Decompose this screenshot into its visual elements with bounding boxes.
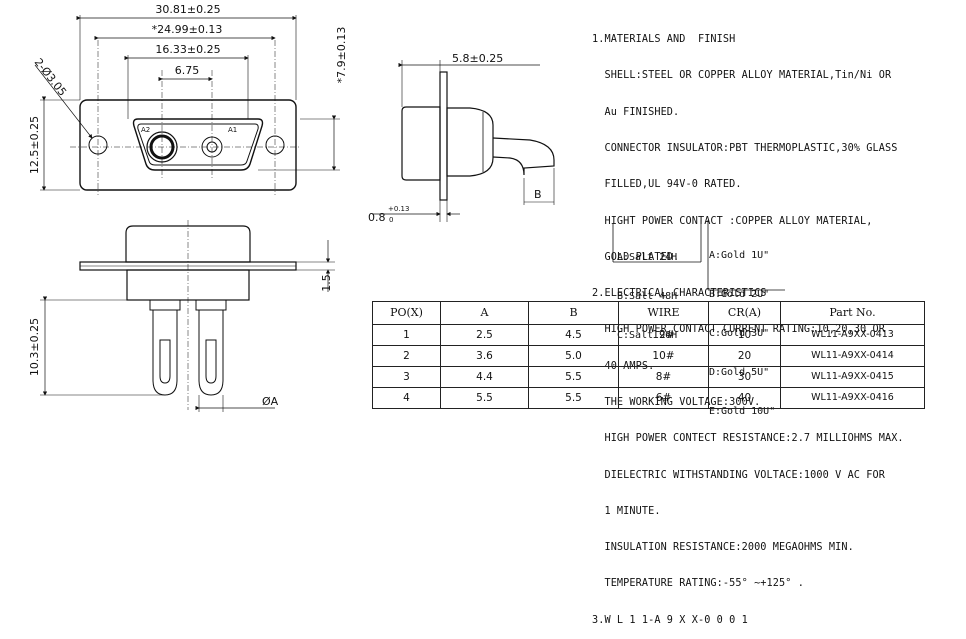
table-row: 2 3.6 5.0 10# 20 WL11-A9XX-0414 [372,344,925,367]
side-flange [439,71,448,201]
dim-shell-height: *7.9±0.13 [335,27,348,84]
part-code-brackets [612,220,785,291]
note-line: HIGH POWER CONTECT RESISTANCE:2.7 MILLIO… [592,433,904,445]
dim-hole-diameter: 2-Ø3.05 [32,56,69,99]
salt-option: B:Salt 48H [617,291,678,302]
table-cell: WL11-A9XX-0413 [780,323,925,346]
side-insulator [446,107,494,177]
gold-option: B:Gold 2U" [709,289,770,300]
dim-flange-thickness: 1.5 [320,274,333,292]
note-line: DIELECTRIC WITHSTANDING VOLTACE:1000 V A… [592,469,885,481]
contact-a2-label: A2 [141,126,150,134]
note-line: TEMPERATURE RATING:-55° ~+125° . [592,578,804,590]
note-line: INSULATION RESISTANCE:2000 MEGAOHMS MIN. [592,542,854,554]
dim-flange-tol-upper: +0.13 [388,205,409,213]
spec-table: PO(X) A B WIRE CR(A) Part No. 1 2.5 4.5 … [372,301,925,410]
side-view-labels: 5.8±0.25 0.8 +0.13 0 B [368,52,542,224]
front-d-shell [132,118,264,171]
table-cell: 4 [372,386,441,410]
table-cell: 6# [618,386,709,410]
table-cell: 20 [708,344,781,367]
table-cell: 2.5 [440,323,529,346]
note-line: Au FINISHED. [592,106,680,118]
note-line: SHELL:STEEL OR COPPER ALLOY MATERIAL,Tin… [592,70,892,82]
table-cell: 10# [618,344,709,367]
table-header-cell: A [440,301,529,325]
table-header-cell: CR(A) [708,301,781,325]
drawing-canvas: 30.81±0.25 *24.99±0.13 16.33±0.25 6.75 2… [28,3,785,412]
note-line: 1 MINUTE. [592,505,661,517]
table-cell: WL11-A9XX-0416 [780,386,925,410]
pin-right-collar [195,299,227,311]
note-line: FILLED,UL 94V-0 RATED. [592,179,742,191]
dim-shell-width: 16.33±0.25 [155,43,220,56]
dim-overall-height: 12.5±0.25 [28,116,41,174]
table-cell: 5.5 [440,386,529,410]
note-line: GOLD PLATED. [592,251,680,263]
pin-left-slot [159,339,171,384]
table-cell: 30 [708,365,781,388]
dim-flange: 0.8 [368,211,386,224]
dim-contact-pitch: 6.75 [175,64,200,77]
table-cell: 3 [372,365,441,388]
contact-a1-label: A1 [228,126,237,134]
table-header-cell: B [528,301,619,325]
table-cell: 1 [372,323,441,346]
front-d-shell-inner [137,123,259,166]
table-header-cell: Part No. [780,301,925,325]
dim-b: B [534,188,542,201]
bottom-view-labels: 1.5 10.3±0.25 ØA [28,274,333,408]
table-cell: 5.0 [528,344,619,367]
pin-left [152,310,178,396]
table-cell: 10 [708,323,781,346]
pin-left-collar [149,299,181,311]
bottom-view [40,220,335,412]
table-cell: 4.4 [440,365,529,388]
table-cell: 40 [708,386,781,410]
table-row: 4 5.5 5.5 6# 40 WL11-A9XX-0416 [372,386,925,410]
note-line: HIGHT POWER CONTACT :COPPER ALLOY MATERI… [592,215,873,227]
table-cell: WL11-A9XX-0415 [780,365,925,388]
dim-mount-hole-spacing: *24.99±0.13 [152,23,223,36]
table-header-row: PO(X) A B WIRE CR(A) Part No. [372,301,925,325]
table-row: 1 2.5 4.5 12# 10 WL11-A9XX-0413 [372,323,925,346]
table-cell: WL11-A9XX-0414 [780,344,925,367]
table-row: 3 4.4 5.5 8# 30 WL11-A9XX-0415 [372,365,925,388]
side-cable [492,137,555,176]
salt-option: A:Salt 24H [617,252,678,263]
note-line: CONNECTOR INSULATOR:PBT THERMOPLASTIC,30… [592,143,898,155]
gold-option: E:Gold 10U" [709,406,776,417]
note-line: 1.MATERIALS AND FINISH [592,34,736,46]
dim-flange-tol-lower: 0 [389,216,393,224]
table-header-cell: PO(X) [372,301,441,325]
side-view [372,60,555,222]
gold-option: A:Gold 1U" [709,250,770,261]
dim-depth: 5.8±0.25 [452,52,503,65]
table-cell: 3.6 [440,344,529,367]
pin-right-slot [205,339,217,384]
table-cell: 5.5 [528,365,619,388]
front-flange [79,99,297,191]
dim-pin-diameter: ØA [262,395,279,408]
note-line: 3.W L 1 1-A 9 X X-0 0 0 1 [592,614,748,626]
front-view-labels: 30.81±0.25 *24.99±0.13 16.33±0.25 6.75 2… [28,3,348,174]
side-shell [401,106,441,181]
table-cell: 12# [618,323,709,346]
table-cell: 5.5 [528,386,619,410]
front-view [34,15,340,195]
pin-right [198,310,224,396]
bottom-insulator [126,269,250,301]
table-cell: 8# [618,365,709,388]
table-header-cell: WIRE [618,301,709,325]
dim-overall-width: 30.81±0.25 [155,3,220,16]
table-cell: 2 [372,344,441,367]
note-line: 2.ELECTRICAL CHARACTERISTICS [592,288,767,300]
dim-pin-length: 10.3±0.25 [28,318,41,376]
table-cell: 4.5 [528,323,619,346]
